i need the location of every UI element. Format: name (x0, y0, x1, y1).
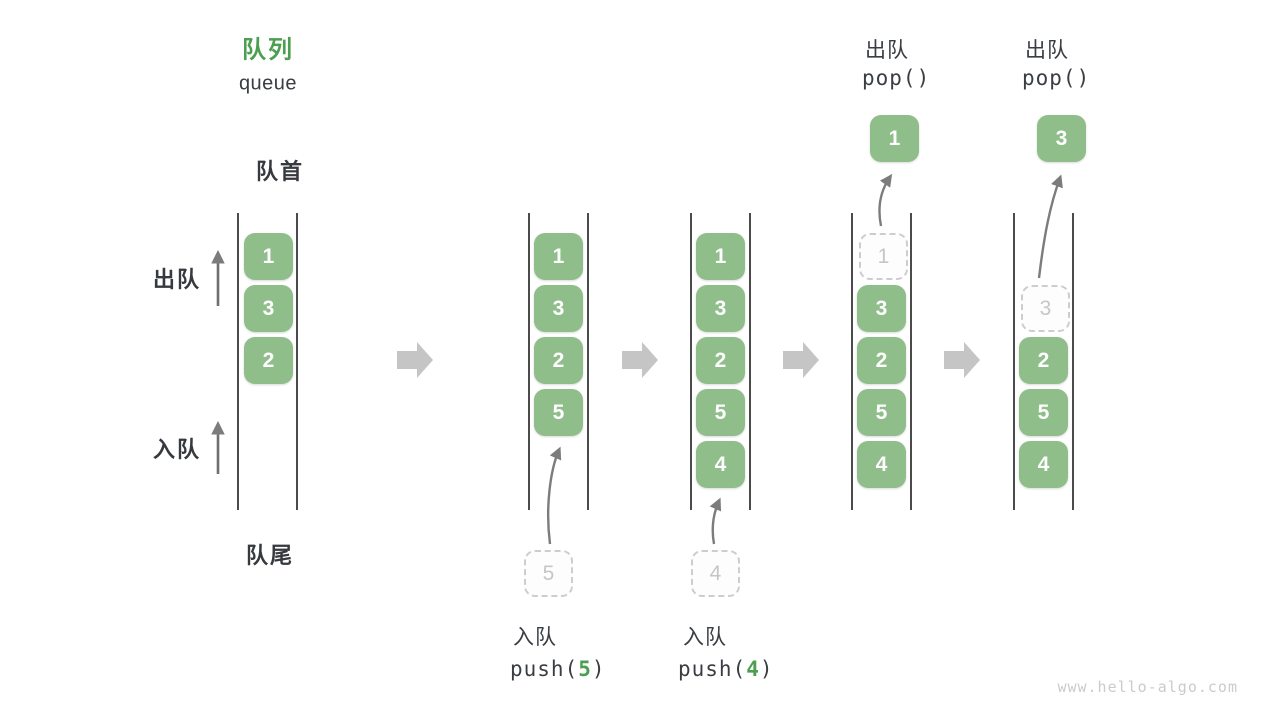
code-arg: 4 (746, 657, 760, 681)
queue-cell: 5 (1019, 389, 1068, 436)
push4-arrow-icon (709, 497, 722, 545)
container-line (1013, 213, 1015, 510)
queue-cell: 4 (857, 441, 906, 488)
op-label-enqueue: 入队 (513, 626, 557, 649)
container-line (587, 213, 589, 510)
code-close: ) (591, 657, 606, 681)
queue-cell: 2 (534, 337, 583, 384)
queue-cell: 3 (534, 285, 583, 332)
incoming-value-cell: 5 (524, 550, 573, 597)
popped-value-cell: 3 (1037, 115, 1086, 162)
op-code-pop1: pop() (862, 66, 931, 90)
code-fn: push( (510, 657, 579, 681)
op-code-push4: push(4) (678, 657, 774, 681)
queue-cell: 4 (1019, 441, 1068, 488)
incoming-value-cell: 4 (691, 550, 740, 597)
site-watermark: www.hello-algo.com (1057, 678, 1238, 696)
op-code-pop2: pop() (1022, 66, 1091, 90)
step-arrow-icon-2 (622, 342, 658, 378)
push5-arrow-icon (547, 446, 562, 545)
op-label-enqueue: 入队 (683, 626, 727, 649)
container-line (1072, 213, 1074, 510)
op-code-push5: push(5) (510, 657, 606, 681)
code-close: ) (759, 657, 774, 681)
label-queue-rear: 队尾 (245, 543, 295, 568)
pop1-arrow-icon (878, 173, 893, 227)
container-line (528, 213, 530, 510)
queue-cell: 5 (534, 389, 583, 436)
code-fn: push( (678, 657, 747, 681)
popped-value-cell: 1 (870, 115, 919, 162)
label-enqueue-side: 入队 (152, 437, 202, 462)
container-line (851, 213, 853, 510)
diagram-title: 队列 (242, 36, 294, 64)
queue-cell: 1 (244, 233, 293, 280)
queue-cell: 2 (857, 337, 906, 384)
queue-cell: 5 (857, 389, 906, 436)
queue-cell: 5 (696, 389, 745, 436)
op-label-dequeue: 出队 (1025, 39, 1069, 62)
queue-cell: 1 (696, 233, 745, 280)
container-line (296, 213, 298, 510)
diagram-subtitle: queue (238, 72, 298, 95)
queue-cell: 2 (244, 337, 293, 384)
queue-cell: 3 (696, 285, 745, 332)
queue-cell: 4 (696, 441, 745, 488)
queue-cell: 1 (534, 233, 583, 280)
queue-cell: 3 (857, 285, 906, 332)
code-arg: 5 (578, 657, 592, 681)
container-line (910, 213, 912, 510)
op-label-dequeue: 出队 (865, 39, 909, 62)
pop2-arrow-icon (1037, 174, 1063, 279)
container-line (749, 213, 751, 510)
label-dequeue-side: 出队 (152, 267, 202, 292)
step-arrow-icon-1 (397, 342, 433, 378)
container-line (690, 213, 692, 510)
removed-slot-cell: 3 (1021, 285, 1070, 332)
queue-cell: 2 (696, 337, 745, 384)
step-arrow-icon-4 (944, 342, 980, 378)
label-queue-front: 队首 (255, 159, 305, 184)
queue-cell: 2 (1019, 337, 1068, 384)
container-line (237, 213, 239, 510)
queue-cell: 3 (244, 285, 293, 332)
step-arrow-icon-3 (783, 342, 819, 378)
removed-slot-cell: 1 (859, 233, 908, 280)
